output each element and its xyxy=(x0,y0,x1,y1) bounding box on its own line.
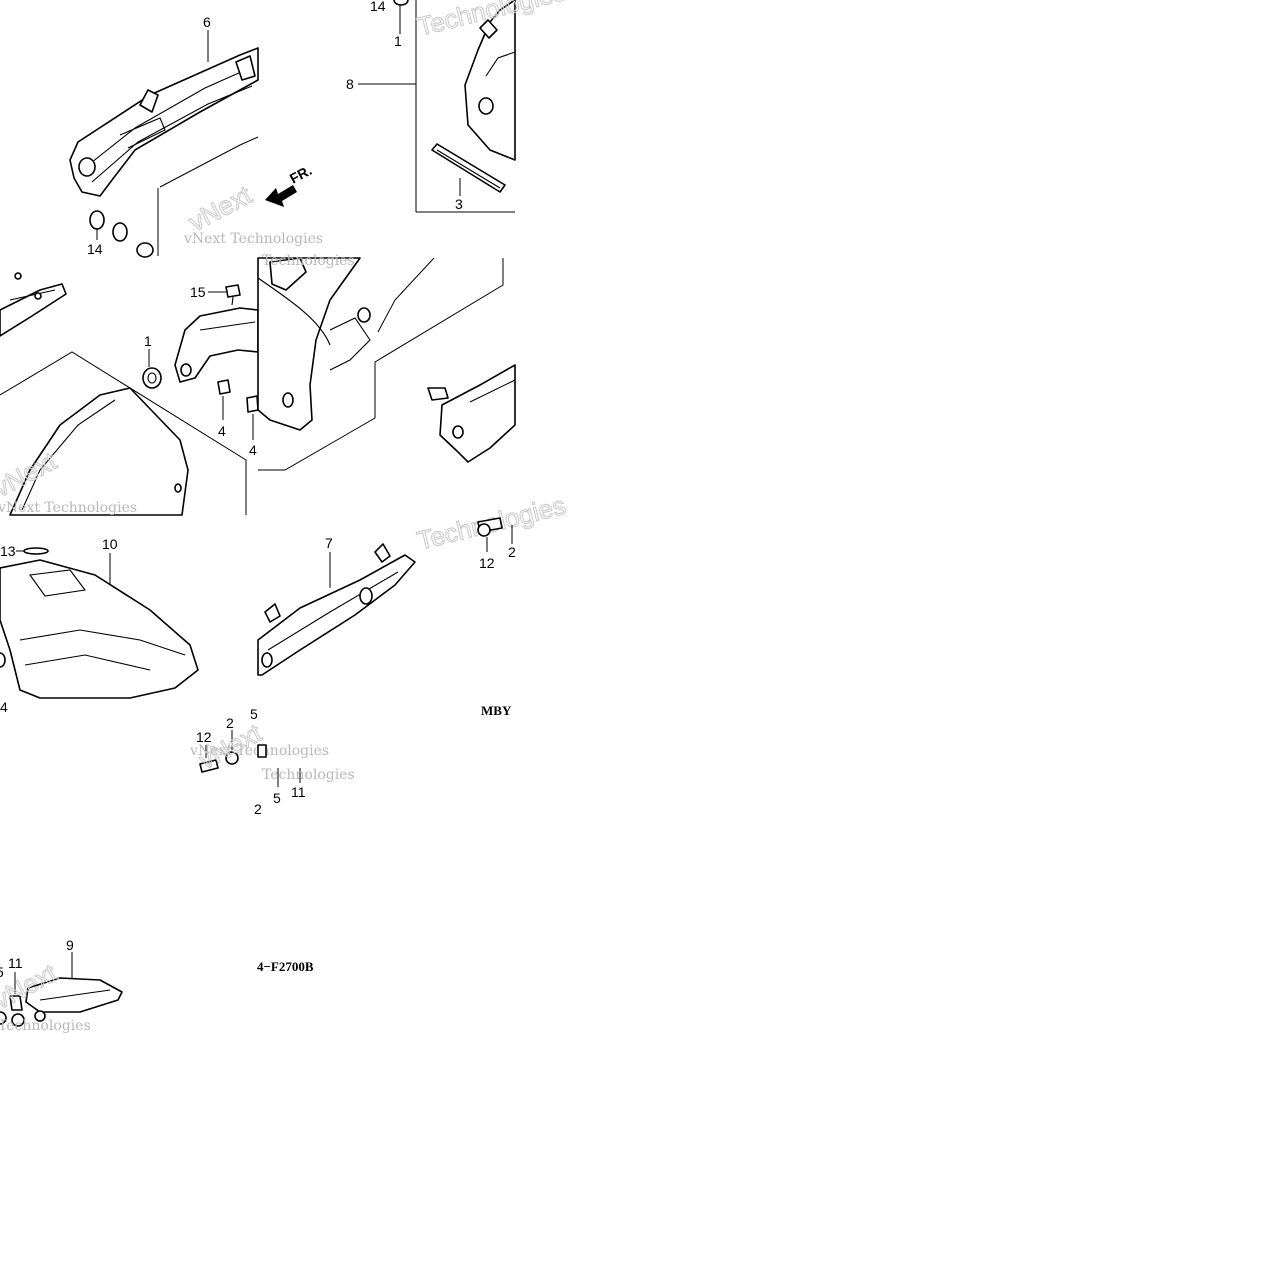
callout-9: 9 xyxy=(66,937,74,953)
callout-5-b: 5 xyxy=(273,790,281,806)
watermark-outline: vNext xyxy=(184,179,257,237)
callout-1-b: 1 xyxy=(144,333,152,349)
part-15-bolt xyxy=(225,284,241,306)
front-direction-arrow: FR. xyxy=(265,162,314,207)
part-2-washer xyxy=(225,751,239,765)
callout-12-b: 12 xyxy=(479,555,495,571)
tile-top-left: 6 14 FR. vNext Technologies vNext xyxy=(69,14,323,258)
tile-lower-right: Technologies 7 12 2 MBY 5 5 11 2 Technol… xyxy=(250,489,569,817)
front-direction-label: FR. xyxy=(287,162,314,187)
callout-13: 13 xyxy=(0,543,16,559)
rear-rail-end xyxy=(427,364,516,463)
rear-bracket-mount xyxy=(174,307,259,383)
part-6-rear-grab-rail xyxy=(69,47,259,197)
callout-4-a: 4 xyxy=(218,423,226,439)
watermark-text-2: vNext Technologies xyxy=(0,500,137,516)
part-1-grommet xyxy=(142,367,162,389)
part-11-clip xyxy=(0,995,46,1027)
part-14-grommet xyxy=(89,210,154,258)
part-10-front-fender xyxy=(0,559,199,699)
callout-10: 10 xyxy=(102,536,118,552)
callout-4-b: 4 xyxy=(249,442,257,458)
tile-middle-left: 15 1 4 4 vNext Technologies vNext xyxy=(0,272,259,516)
callout-5-c: 5 xyxy=(0,964,4,980)
callout-2-a: 2 xyxy=(226,715,234,731)
part-12-bolt-b xyxy=(477,517,503,537)
watermark-text: vNext Technologies xyxy=(183,231,323,247)
part-12-screw xyxy=(199,759,219,773)
part-5-nut xyxy=(257,744,267,758)
callout-6: 6 xyxy=(203,14,211,30)
callout-11-b: 11 xyxy=(8,955,23,971)
watermark-text-3: Technologies xyxy=(262,253,355,269)
rear-rail-bracket xyxy=(0,272,67,337)
tile-middle-right: Technologies xyxy=(257,253,516,471)
watermark-text-6: Technologies xyxy=(0,1018,91,1034)
tile-bottom-left: 9 11 5 Technologies vNext xyxy=(0,937,123,1034)
part-9-trim-cover xyxy=(25,977,123,1013)
callout-7: 7 xyxy=(325,535,333,551)
callout-11-a: 11 xyxy=(291,784,306,800)
callout-2-b: 2 xyxy=(508,544,516,560)
callout-2-c: 2 xyxy=(254,801,262,817)
callout-3: 3 xyxy=(455,196,463,212)
drawing-code-b: 4−F2700B xyxy=(257,959,314,974)
callout-14-b: 14 xyxy=(370,0,386,14)
drawing-code-a: MBY xyxy=(481,703,512,718)
callout-1-a: 1 xyxy=(394,33,402,49)
part-7-front-rail xyxy=(257,543,416,676)
callout-8: 8 xyxy=(346,76,354,92)
tile-top-right: 14 1 8 3 Technologies xyxy=(346,0,569,213)
callout-15: 15 xyxy=(190,284,206,300)
callout-12-a: 12 xyxy=(196,729,212,745)
tile-bottom-right: 4−F2700B xyxy=(257,959,314,974)
watermark-text-5: Technologies xyxy=(262,767,355,783)
callout-part-edge: 4 xyxy=(0,699,8,715)
callout-5-a: 5 xyxy=(250,706,258,722)
part-3-reflector-strip xyxy=(431,143,506,193)
part-4-clip-nut xyxy=(217,379,259,413)
part-8-side-cover xyxy=(464,0,516,161)
callout-14-a: 14 xyxy=(87,241,103,257)
rear-fender-side xyxy=(257,257,371,431)
